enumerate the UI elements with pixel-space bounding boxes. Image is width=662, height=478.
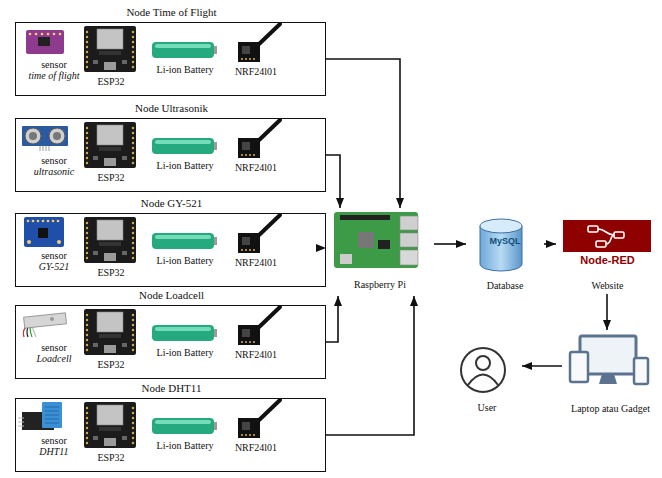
sensor-label: sensor [22, 435, 86, 446]
sensor-label: sensor [22, 59, 86, 70]
sensor-node-box: Node DHT11sensorDHT11ESP32Li-ion Battery… [15, 398, 326, 472]
logo-text: MySQL [466, 236, 544, 247]
arrow-connector [606, 294, 608, 330]
device-label: Laptop atau Gadget [562, 403, 659, 414]
arrow-connector [326, 296, 414, 435]
gateway-node: Raspberry Pi [326, 208, 434, 296]
battery-label: Li-ion Battery [145, 64, 225, 75]
node-title: Node Ultrasonik [16, 102, 327, 115]
arrow-connector [544, 243, 556, 245]
arrow-connector [326, 296, 338, 342]
user-node: User [452, 342, 522, 418]
board-label: ESP32 [81, 267, 141, 278]
website-label: Website [556, 280, 659, 291]
node-title: Node Time of Flight [16, 6, 327, 19]
board-label: ESP32 [81, 172, 141, 183]
sensor-name: time of flight [16, 70, 92, 81]
sensor-node-box: Node UltrasoniksensorultrasonicESP32Li-i… [15, 118, 326, 192]
database-label: Database [466, 280, 544, 291]
arrow-connector [326, 59, 400, 208]
device-node: Laptop atau Gadget [562, 330, 659, 418]
database-node: MySQL Database [466, 218, 544, 294]
sensor-name: DHT11 [16, 446, 92, 457]
logo-text: Node-RED [556, 254, 659, 267]
sensor-label: sensor [22, 155, 86, 166]
sensor-node-box: Node GY-521sensorGY-521ESP32Li-ion Batte… [15, 213, 326, 287]
battery-label: Li-ion Battery [145, 160, 225, 171]
node-title: Node GY-521 [16, 197, 327, 210]
radio-label: NRF24l01 [221, 349, 291, 360]
board-label: ESP32 [81, 359, 141, 370]
arrow-connector [326, 155, 340, 208]
sensor-node-box: Node Time of Flightsensortime of flightE… [15, 22, 326, 96]
sensor-label: sensor [22, 250, 86, 261]
board-label: ESP32 [81, 452, 141, 463]
battery-label: Li-ion Battery [145, 255, 225, 266]
sensor-name: GY-521 [16, 261, 92, 272]
website-node: Node-RED Website [556, 218, 659, 294]
node-title: Node DHT11 [16, 382, 327, 395]
arrow-connector [434, 243, 466, 245]
board-label: ESP32 [81, 76, 141, 87]
battery-label: Li-ion Battery [145, 440, 225, 451]
radio-label: NRF24l01 [221, 442, 291, 453]
radio-label: NRF24l01 [221, 257, 291, 268]
gateway-label: Raspberry Pi [326, 279, 434, 290]
radio-label: NRF24l01 [221, 162, 291, 173]
node-title: Node Loadcell [16, 289, 327, 302]
battery-label: Li-ion Battery [145, 347, 225, 358]
radio-label: NRF24l01 [221, 66, 291, 77]
arrow-connector [522, 365, 562, 367]
sensor-label: sensor [22, 342, 86, 353]
sensor-name: Loadcell [16, 353, 92, 364]
user-label: User [452, 402, 522, 413]
sensor-name: ultrasonic [16, 166, 92, 177]
sensor-node-box: Node LoadcellsensorLoadcellESP32Li-ion B… [15, 305, 326, 379]
